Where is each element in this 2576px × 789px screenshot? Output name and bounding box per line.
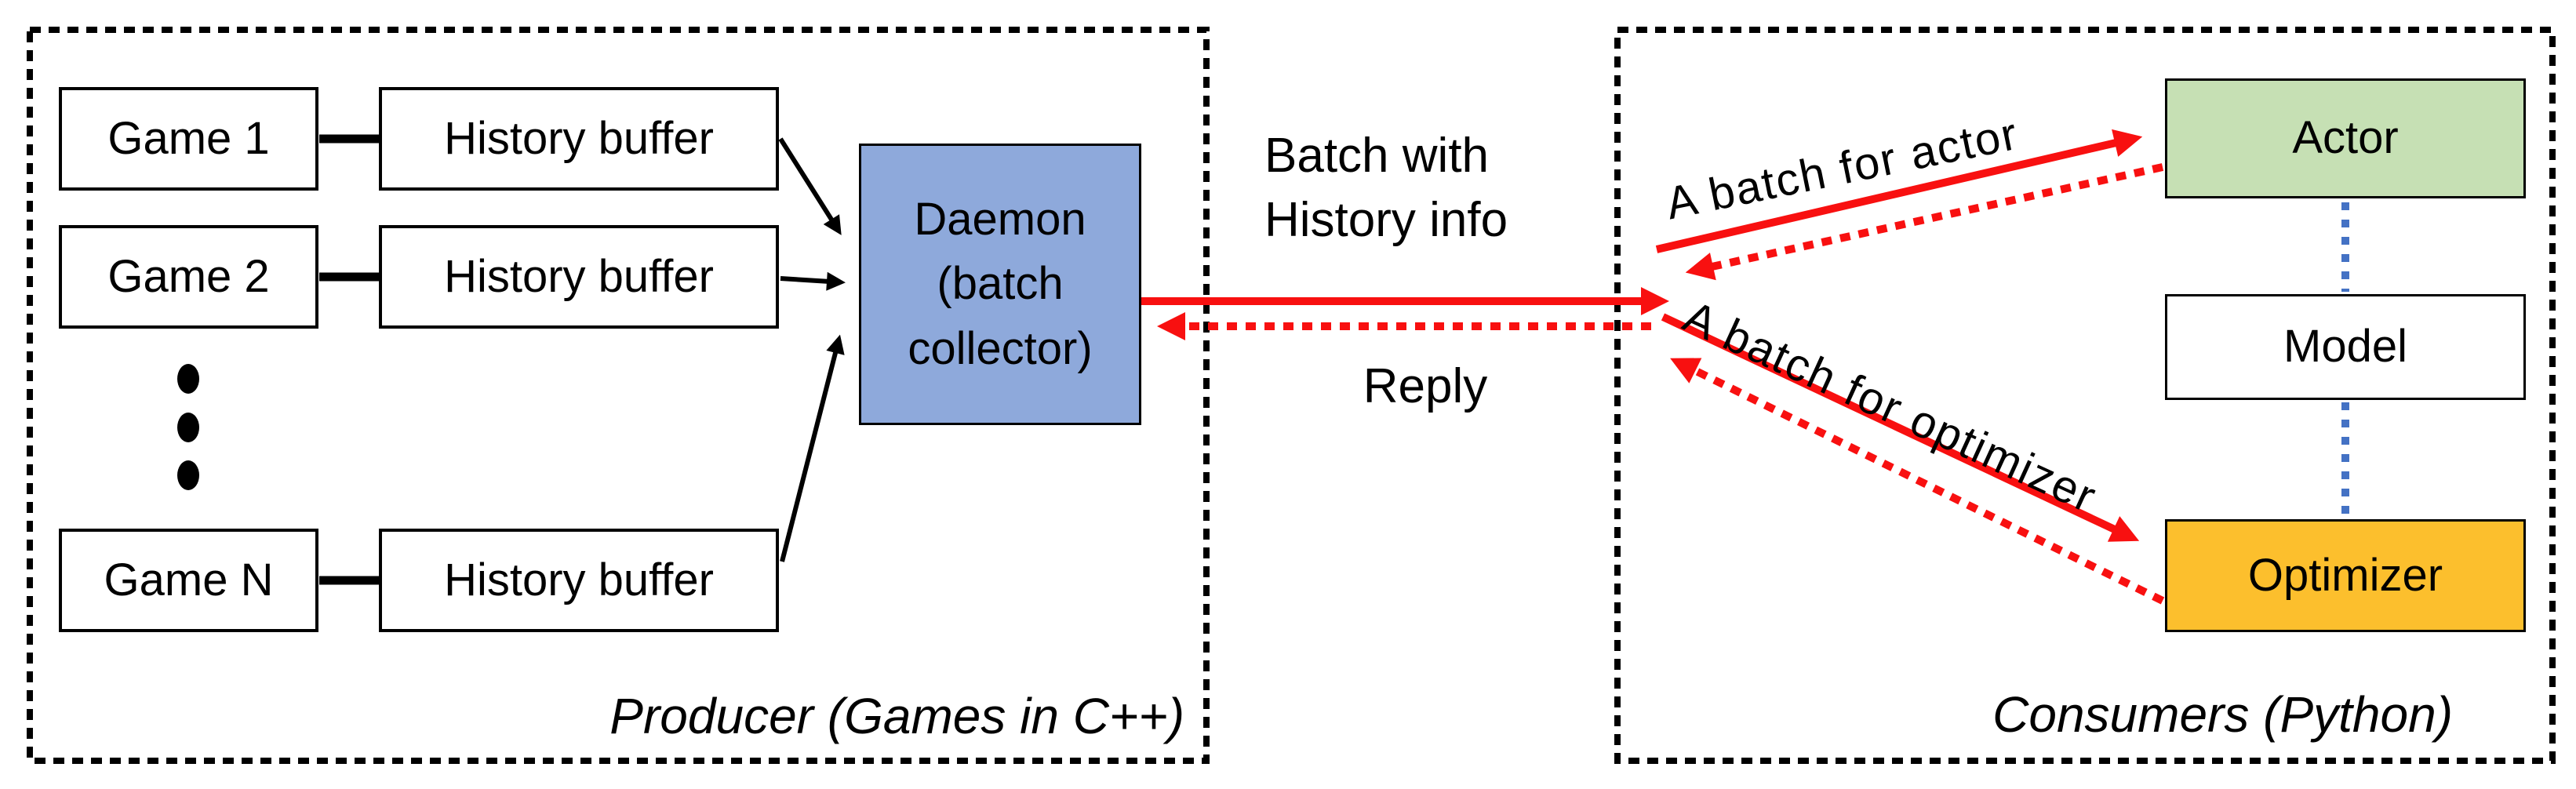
ellipsis-dot (177, 460, 199, 490)
reply-label: Reply (1363, 359, 1488, 413)
arrow-history2-daemon (780, 271, 846, 291)
actor-box: Actor (2165, 78, 2526, 198)
producer-region-border (27, 27, 1210, 764)
arrow-history1-daemon (778, 137, 842, 235)
arrow-optimizer-batch-solid (1661, 313, 2140, 542)
daemon-batch-collector-box: Daemon (batch collector) (859, 144, 1141, 425)
game-2-box: Game 2 (59, 225, 318, 329)
producer-region-label: Producer (Games in C++) (609, 688, 1184, 744)
game-n-box: Game N (59, 529, 318, 632)
ellipsis-dot (177, 364, 199, 394)
consumers-region-border (1614, 27, 2556, 764)
batch-with-history-info-label: Batch with History info (1264, 129, 1508, 247)
optimizer-box: Optimizer (2165, 519, 2526, 632)
history-buffer-1-box: History buffer (379, 87, 779, 191)
arrow-actor-return-dotted (1685, 163, 2164, 281)
arrow-historyn-daemon (780, 334, 845, 562)
arrow-optimizer-return-dotted (1670, 358, 2165, 605)
arrow-actor-batch-solid (1655, 129, 2143, 253)
history-buffer-2-box: History buffer (379, 225, 779, 329)
game-1-box: Game 1 (59, 87, 318, 191)
ellipsis-dot (177, 413, 199, 442)
consumers-region-label: Consumers (Python) (1992, 686, 2453, 743)
history-buffer-n-box: History buffer (379, 529, 779, 632)
model-box: Model (2165, 294, 2526, 400)
